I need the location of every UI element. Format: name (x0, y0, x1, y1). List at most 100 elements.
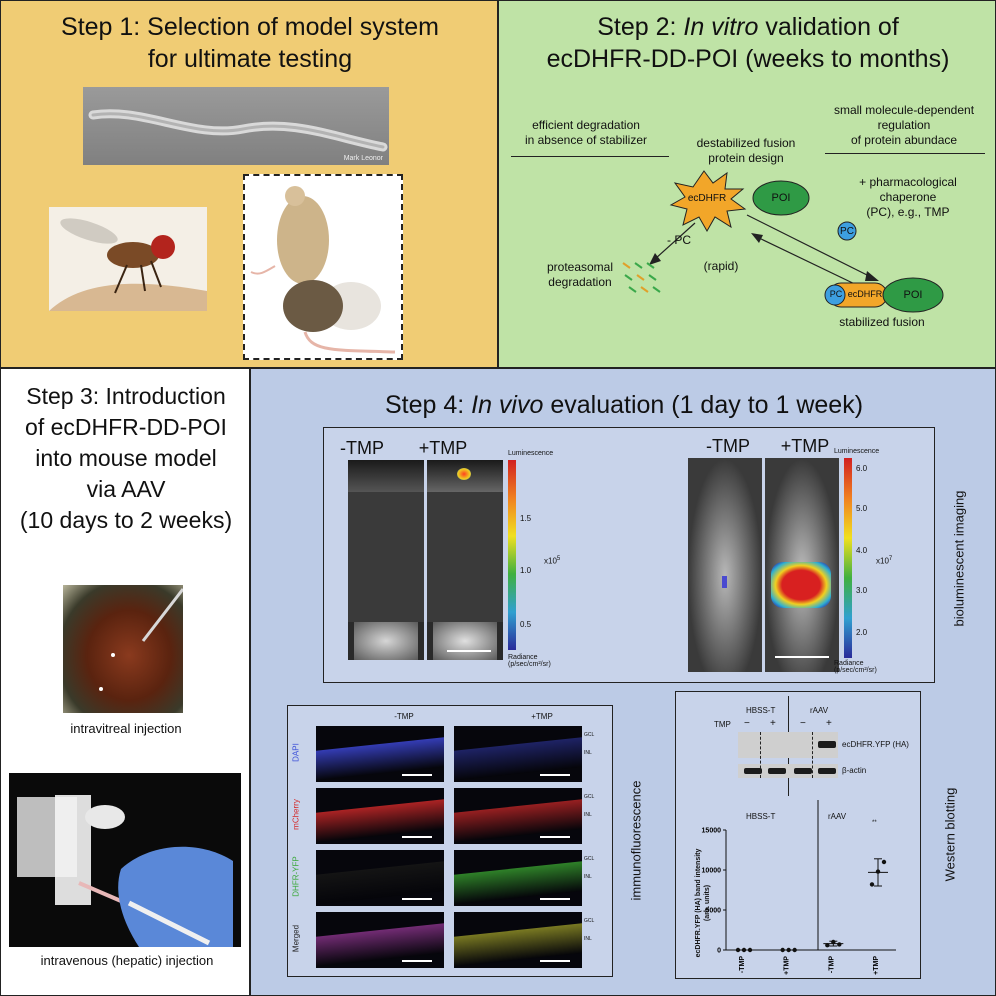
left-header-line1: efficient degradation (532, 118, 640, 132)
if-micrograph (454, 912, 582, 968)
step3-title-line2: of ecDHFR-DD-POI (25, 414, 227, 440)
bio-right-radiance-2: (p/sec/cm²/sr) (834, 667, 877, 674)
intravitreal-label: intravitreal injection (70, 721, 182, 736)
bioluminescent-imaging-label: bioluminescent imaging (951, 490, 967, 627)
chart-x-tick-label: +TMP (784, 956, 791, 975)
wb-actin-blot (738, 764, 838, 778)
western-blot-box: HBSS-T rAAV TMP − + − + ecDHFR.YFP (HA) … (675, 691, 921, 979)
wb-band-label: ecDHFR.YFP (HA) (842, 740, 909, 749)
step2-title: Step 2: In vitro validation of ecDHFR-DD… (499, 11, 996, 75)
minus-pc-label: - PC (667, 233, 691, 247)
chart-hbss-label: HBSS-T (746, 812, 776, 821)
proteasomal-label: proteasomal degradation (535, 260, 625, 290)
bio-right-colorbar (844, 458, 852, 658)
bio-right-plus-signal (771, 562, 831, 608)
chart-x-tick-label: +TMP (873, 956, 880, 975)
free-pc-circle (837, 221, 857, 241)
wb-actin-label: β-actin (842, 766, 867, 775)
poi-ellipse-bottom (882, 277, 944, 313)
left-header-line2: in absence of stabilizer (524, 133, 648, 147)
bio-right-radiance-1: Radiance (834, 660, 864, 667)
ecdhfr-label-top: ecDHFR (687, 193, 727, 204)
bio-left-tick-0: 1.5 (520, 514, 532, 523)
bio-left-radiance-1: Radiance (508, 654, 538, 661)
bio-right-tick-0: 6.0 (856, 464, 868, 473)
right-header-line3: of protein abundace (850, 133, 958, 147)
chart-significance: ** (872, 820, 877, 826)
if-inl-label: INL (584, 874, 592, 880)
wb-hbss-header: HBSS-T (746, 706, 776, 715)
wb-actin-band-4 (818, 768, 836, 774)
bio-left-colorbar (508, 460, 516, 650)
wb-actin-band-2 (768, 768, 786, 774)
bio-right-tick-3: 3.0 (856, 586, 868, 595)
bio-left-plus-bottom (433, 622, 497, 660)
step2-title-line2: ecDHFR-DD-POI (weeks to months) (546, 45, 950, 73)
bioluminescence-box: -TMP +TMP Luminescence 1.5 1.0 0.5 x105 … (323, 427, 935, 683)
if-scalebar (540, 774, 570, 776)
mice-illustration (250, 186, 396, 354)
chart-x-tick-label: -TMP (739, 956, 746, 973)
step3-title-line4: via AAV (86, 476, 166, 502)
bio-left-exponent: x105 (544, 556, 560, 566)
center-header-line1: destabilized fusion (696, 136, 796, 150)
if-scalebar (402, 836, 432, 838)
if-micrograph (454, 850, 582, 906)
fruit-fly-illustration (49, 218, 207, 311)
if-row-label: DHFR-YFP (291, 856, 301, 897)
bio-left-scalebar (447, 650, 491, 652)
step1-title-line2: for ultimate testing (147, 45, 353, 73)
if-micrograph (454, 788, 582, 844)
chart-point (837, 942, 842, 947)
step3-title-line5: (10 days to 2 weeks) (19, 507, 233, 533)
center-header: destabilized fusion protein design (671, 136, 821, 166)
step1-panel: Step 1: Selection of model system for ul… (0, 0, 498, 368)
if-micrograph (316, 726, 444, 782)
bio-left-plus-mid (427, 492, 503, 622)
worm-credit: Mark Leonor (343, 155, 383, 162)
chart-y-tick-label: 0 (717, 948, 721, 955)
if-gcl-label: GCL (584, 918, 595, 924)
stabilized-label: stabilized fusion (839, 315, 925, 329)
chart-point (869, 882, 875, 887)
worm-illustration (88, 109, 388, 152)
if-row-label: Merged (291, 924, 301, 953)
step3-panel: Step 3: Introduction of ecDHFR-DD-POI in… (0, 368, 250, 996)
bio-left-plus-image (427, 460, 503, 660)
if-micrograph (316, 850, 444, 906)
proteasomal-line2: degradation (548, 275, 612, 289)
poi-label-top: POI (771, 192, 791, 204)
wb-actin-band-1 (744, 768, 762, 774)
arrow-reverse-head (751, 233, 763, 243)
center-header-line2: protein design (708, 151, 784, 165)
if-gcl-label: GCL (584, 856, 595, 862)
bio-right-minus-signal (722, 576, 727, 588)
bio-left-radiance: Radiance (p/sec/cm²/sr) (508, 654, 551, 668)
bio-right-plus-image (765, 458, 839, 672)
left-header-rule (511, 156, 669, 157)
step3-title-line3: into mouse model (35, 445, 217, 471)
chaperone-line3: (PC), e.g., TMP (866, 205, 950, 219)
bound-pc-circle (824, 284, 846, 306)
step4-title-italic: In vivo (471, 391, 544, 419)
bio-left-headers: -TMP +TMP (340, 438, 480, 459)
step2-title-prefix: Step 2: (597, 13, 684, 41)
if-plus-header: +TMP (531, 712, 553, 721)
bio-left-minus: -TMP (340, 438, 384, 458)
free-pc-label: PC (840, 226, 854, 237)
wb-lane2-sign: + (770, 718, 776, 729)
eye-photo (63, 585, 183, 713)
bio-left-minus-top (348, 460, 424, 492)
wb-ha-blot (738, 732, 838, 758)
bio-left-tick-1: 1.0 (520, 566, 532, 575)
if-inl-label: INL (584, 750, 592, 756)
bio-left-radiance-2: (p/sec/cm²/sr) (508, 661, 551, 668)
wb-dash-2 (812, 732, 813, 778)
wb-lane4-sign: + (826, 718, 832, 729)
chart-x-tick-label: -TMP (828, 956, 835, 973)
bio-right-headers: -TMP +TMP (706, 436, 856, 457)
bio-left-minus-image (348, 460, 424, 660)
step2-title-italic: In vitro (683, 13, 759, 41)
step1-title: Step 1: Selection of model system for ul… (1, 11, 499, 75)
